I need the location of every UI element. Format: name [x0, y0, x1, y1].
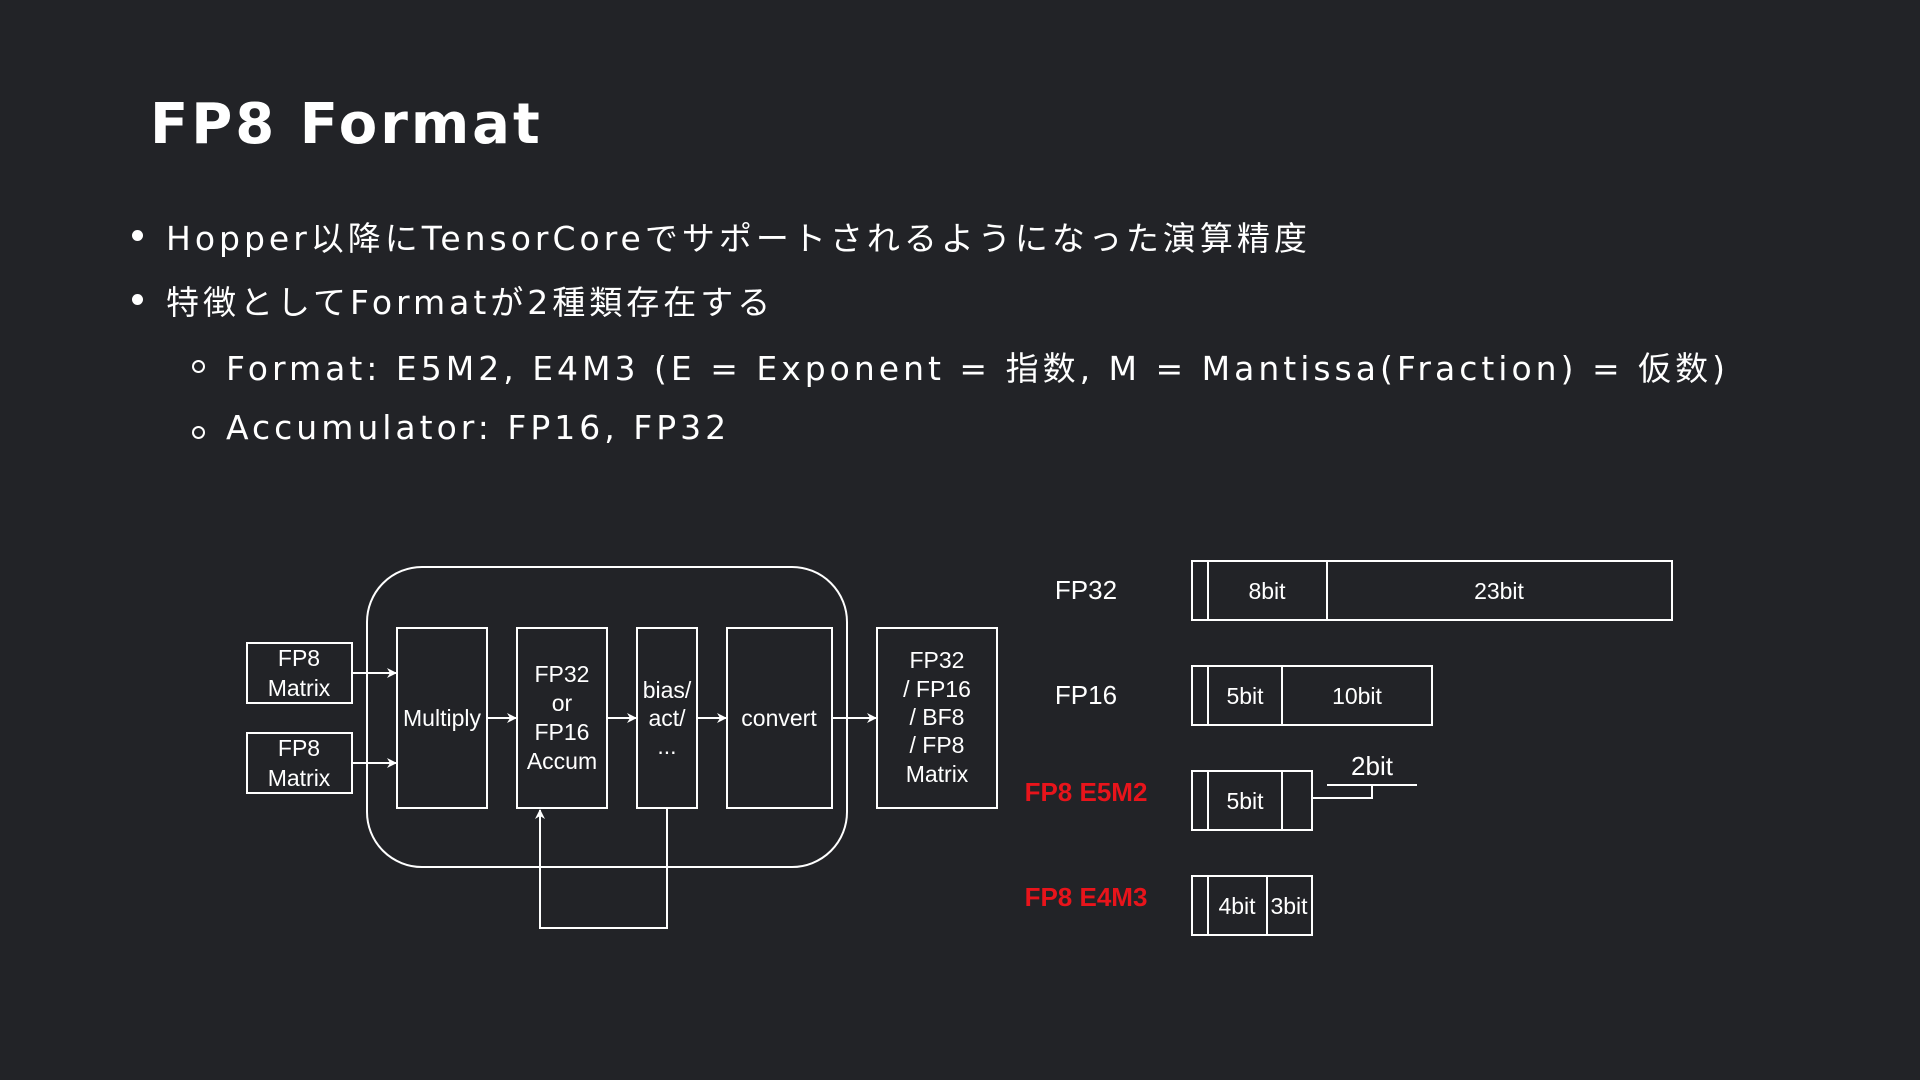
sub-bullet-text: Accumulator: FP16, FP32 — [226, 408, 731, 447]
fp32-exp-bits: 8bit — [1248, 578, 1286, 604]
output-label-3: / BF8 — [910, 704, 965, 730]
bullet-text: 特徴としてFormatが2種類存在する — [166, 283, 775, 322]
output-label-4: / FP8 — [910, 732, 965, 758]
accum-label-4: Accum — [527, 748, 597, 774]
bullet-item: 特徴としてFormatが2種類存在する — [132, 276, 775, 324]
accum-label-2: or — [552, 690, 573, 716]
e5m2-mant-bits: 2bit — [1351, 751, 1394, 781]
slide-title: FP8 Format — [150, 92, 543, 157]
fp16-bits-box — [1191, 665, 1433, 726]
fp16-exp-bits: 5bit — [1226, 683, 1264, 709]
output-label-1: FP32 — [910, 647, 965, 673]
fp16-mant-bits: 10bit — [1332, 683, 1382, 709]
bias-label-2: act/ — [648, 705, 686, 731]
e5m2-callout-line — [1312, 785, 1373, 799]
sub-bullet-text: Format: E5M2, E4M3 (E = Exponent = 指数, M… — [226, 349, 1729, 388]
input-b-label-2: Matrix — [268, 765, 331, 791]
output-matrix-box — [876, 627, 998, 809]
fp32-bits-box — [1191, 560, 1673, 621]
accum-label-1: FP32 — [535, 661, 590, 687]
accum-label-3: FP16 — [535, 719, 590, 745]
feedback-loop-arrow — [535, 808, 668, 929]
e5m2-exp-bits: 5bit — [1226, 788, 1264, 814]
bullet-dot-icon — [132, 230, 143, 241]
sub-bullet-item: Format: E5M2, E4M3 (E = Exponent = 指数, M… — [192, 342, 1729, 390]
multiply-label: Multiply — [403, 705, 481, 731]
bias-label-1: bias/ — [643, 677, 692, 703]
input-a-label-1: FP8 — [278, 645, 320, 671]
accumulator-box — [516, 627, 608, 809]
convert-label: convert — [741, 705, 817, 731]
bullet-circle-icon — [192, 360, 205, 373]
fp16-label: FP16 — [1055, 680, 1117, 710]
bullet-dot-icon — [132, 294, 143, 305]
bullet-text: Hopper以降にTensorCoreでサポートされるようになった演算精度 — [166, 219, 1311, 258]
e5m2-bits-box — [1191, 770, 1313, 831]
e4m3-mant-bits: 3bit — [1270, 893, 1308, 919]
bullet-circle-icon — [192, 426, 205, 439]
bias-label-3: ... — [657, 733, 676, 759]
fp32-label: FP32 — [1055, 575, 1117, 605]
e4m3-bits-box — [1191, 875, 1313, 936]
output-label-2: / FP16 — [903, 676, 971, 702]
input-b-label-1: FP8 — [278, 735, 320, 761]
e4m3-label: FP8 E4M3 — [1025, 882, 1148, 912]
input-a-label-2: Matrix — [268, 675, 331, 701]
output-label-5: Matrix — [906, 761, 969, 787]
bullet-item: Hopper以降にTensorCoreでサポートされるようになった演算精度 — [132, 212, 1311, 260]
fp32-mant-bits: 23bit — [1474, 578, 1524, 604]
e4m3-exp-bits: 4bit — [1218, 893, 1256, 919]
e5m2-label: FP8 E5M2 — [1025, 777, 1148, 807]
sub-bullet-item: Accumulator: FP16, FP32 — [192, 408, 731, 447]
